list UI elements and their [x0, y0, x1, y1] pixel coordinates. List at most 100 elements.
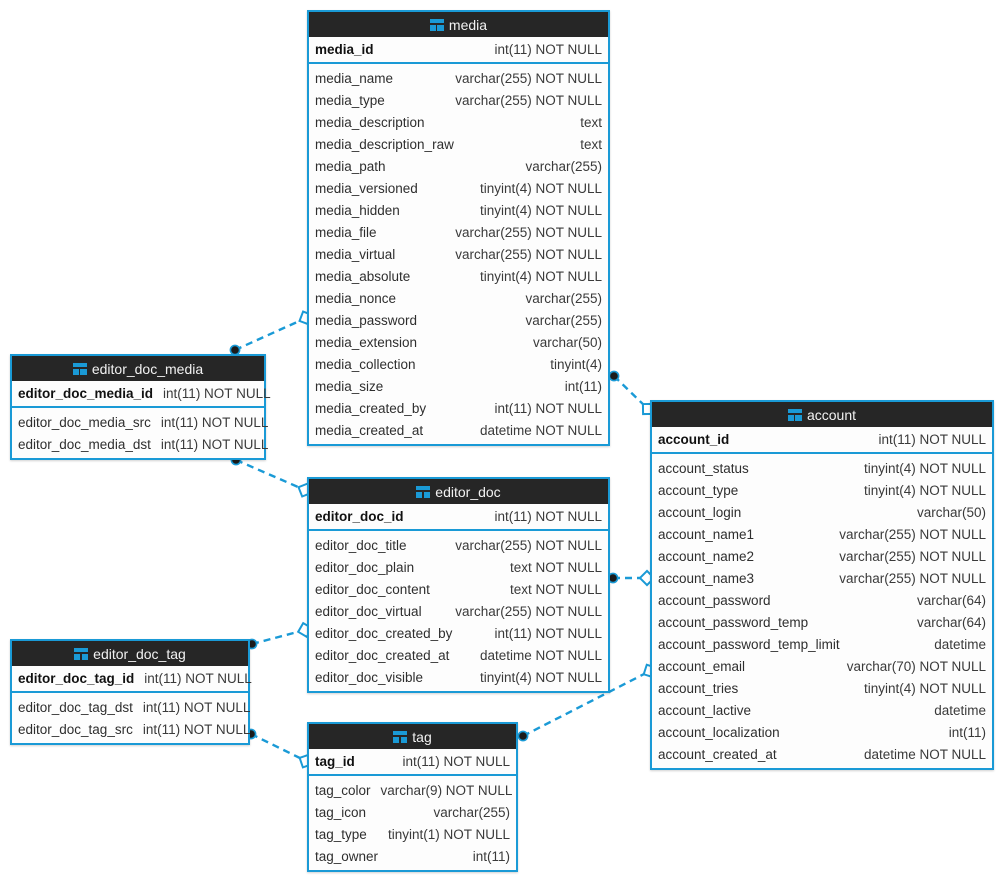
column-name: account_password_temp: [658, 614, 809, 630]
table-icon: [72, 363, 87, 375]
column-type: datetime NOT NULL: [863, 746, 986, 762]
column-row[interactable]: media_absolute tinyint(4) NOT NULL: [309, 265, 608, 287]
column-name: media_versioned: [315, 180, 418, 196]
entity-header[interactable]: account: [652, 402, 992, 427]
column-name: tag_type: [315, 826, 367, 842]
column-name: media_absolute: [315, 268, 411, 284]
column-type: int(11) NOT NULL: [878, 432, 986, 447]
column-name: tag_id: [315, 754, 355, 769]
entity-header[interactable]: editor_doc_media: [12, 356, 264, 381]
entity-header[interactable]: media: [309, 12, 608, 37]
column-name: media_description: [315, 114, 425, 130]
entity-header[interactable]: editor_doc: [309, 479, 608, 504]
column-type: tinyint(4) NOT NULL: [863, 482, 986, 498]
column-type: int(11) NOT NULL: [160, 436, 269, 452]
column-name: account_created_at: [658, 746, 777, 762]
column-type: varchar(255) NOT NULL: [455, 70, 602, 86]
entity-header[interactable]: editor_doc_tag: [12, 641, 248, 666]
column-name: media_id: [315, 42, 374, 57]
column-name: account_name2: [658, 548, 755, 564]
relationship-edge: [230, 454, 313, 498]
table-icon: [393, 731, 408, 743]
column-name: editor_doc_id: [315, 509, 404, 524]
entity-header[interactable]: tag: [309, 724, 516, 749]
column-type: varchar(50): [916, 504, 986, 520]
relationship-edge: [608, 370, 655, 416]
relationship-edge: [245, 728, 314, 769]
column-type: int(11) NOT NULL: [144, 671, 252, 686]
column-row[interactable]: account_created_at datetime NOT NULL: [652, 743, 992, 765]
column-type: varchar(255) NOT NULL: [455, 224, 602, 240]
relationship-source-dot: [608, 370, 620, 382]
column-type: tinyint(4) NOT NULL: [479, 268, 602, 284]
column-name: editor_doc_plain: [315, 559, 415, 575]
column-type: text NOT NULL: [509, 581, 602, 597]
column-type: tinyint(4): [550, 356, 602, 372]
column-name: media_created_by: [315, 400, 427, 416]
column-name: account_name3: [658, 570, 755, 586]
column-type: varchar(255) NOT NULL: [455, 537, 602, 553]
